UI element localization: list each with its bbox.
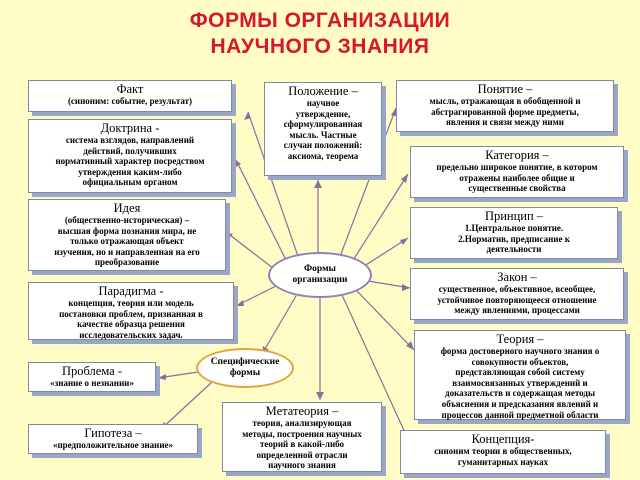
box-law: Закон – существенное, объективное, всеоб…	[410, 268, 624, 320]
metatheory-heading: Метатеория –	[265, 404, 339, 418]
box-conception: Концепция- синоним теории в общественных…	[400, 430, 606, 474]
arrowhead-fact	[244, 112, 251, 120]
principle-heading: Принцип –	[484, 209, 544, 223]
ellipse-specific-forms: Специфические формы	[196, 348, 294, 388]
problem-text: «знание о незнании»	[50, 378, 134, 388]
box-problem: Проблема - «знание о незнании»	[28, 362, 156, 392]
concept-text: мысль, отражающая в обобщенной и абстраг…	[429, 96, 581, 128]
metatheory-text: теория, анализирующая методы, построения…	[242, 418, 362, 471]
arrowhead-problem	[158, 374, 166, 380]
connector-idea	[225, 231, 279, 273]
connector-concept	[337, 107, 397, 263]
arrowhead-principle	[400, 238, 408, 245]
connector-theory	[355, 289, 415, 351]
problem-heading: Проблема -	[61, 364, 123, 378]
page-title: ФОРМЫ ОРГАНИЗАЦИИ НАУЧНОГО ЗНАНИЯ	[120, 8, 520, 60]
connector-conception	[341, 294, 413, 449]
box-proposition: Положение – научное утверждение, сформул…	[264, 82, 382, 176]
law-heading: Закон –	[497, 270, 537, 284]
title-line-2: НАУЧНОГО ЗНАНИЯ	[210, 35, 430, 58]
box-metatheory: Метатеория – теория, анализирующая метод…	[222, 402, 382, 472]
principle-text: 1.Центральное понятие. 2.Норматив, предп…	[458, 223, 570, 255]
title-line-1: ФОРМЫ ОРГАНИЗАЦИИ	[189, 9, 451, 32]
concept-heading: Понятие –	[477, 82, 533, 96]
hypothesis-heading: Гипотеза –	[84, 426, 142, 440]
arrowhead-paradigm	[236, 300, 244, 306]
arrowhead-idea	[226, 232, 233, 239]
arrowhead-doctrine	[234, 160, 241, 168]
arrowhead-metatheory	[316, 392, 324, 400]
arrowhead-theory	[406, 341, 414, 350]
category-heading: Категория –	[485, 148, 549, 162]
box-idea: Идея (общественно-историческая) – высшая…	[28, 199, 226, 271]
theory-text: форма достоверного научного знания о сов…	[440, 346, 600, 420]
theory-heading: Теория –	[496, 332, 544, 346]
proposition-heading: Положение –	[288, 84, 358, 98]
fact-heading: Факт	[116, 82, 144, 96]
idea-text: (общественно-историческая) – высшая форм…	[54, 215, 200, 268]
conception-text: синоним теории в общественных, гуманитар…	[434, 446, 572, 467]
connector-fact	[247, 111, 301, 263]
arrowhead-category	[401, 174, 408, 183]
category-text: предельно широкое понятие, в котором отр…	[436, 162, 598, 194]
law-text: существенное, объективное, всеобщее, уст…	[437, 284, 597, 316]
box-principle: Принцип – 1.Центральное понятие. 2.Норма…	[410, 207, 618, 259]
box-paradigm: Парадигма - концепция, теория или модель…	[28, 282, 234, 340]
box-fact: Факт (синоним: событие, результат)	[28, 80, 232, 112]
box-category: Категория – предельно широкое понятие, в…	[410, 146, 624, 198]
box-hypothesis: Гипотеза – «предположительное знание»	[28, 424, 198, 454]
connector-specific	[261, 295, 297, 355]
paradigm-heading: Парадигма -	[98, 284, 164, 298]
doctrine-text: система взглядов, направлений действий, …	[55, 135, 205, 188]
fact-text: (синоним: событие, результат)	[67, 96, 193, 106]
conception-heading: Концепция-	[471, 432, 535, 446]
proposition-text: научное утверждение, сформулированная мы…	[283, 98, 363, 161]
idea-heading: Идея	[113, 201, 141, 215]
center-ellipse-forms-of-organization: Формы организации	[268, 252, 372, 298]
box-concept: Понятие – мысль, отражающая в обобщенной…	[396, 80, 614, 132]
doctrine-heading: Доктрина -	[100, 121, 160, 135]
connector-category	[349, 173, 409, 266]
arrowhead-law	[402, 284, 410, 291]
hypothesis-text: «предположительное знание»	[52, 440, 174, 450]
paradigm-text: концепция, теория или модель постановки …	[59, 298, 203, 340]
arrowhead-proposition	[314, 180, 322, 188]
box-doctrine: Доктрина - система взглядов, направлений…	[28, 119, 232, 193]
box-theory: Теория – форма достоверного научного зна…	[414, 330, 626, 420]
connector-doctrine	[235, 159, 291, 269]
connector-hypothesis	[159, 381, 213, 431]
